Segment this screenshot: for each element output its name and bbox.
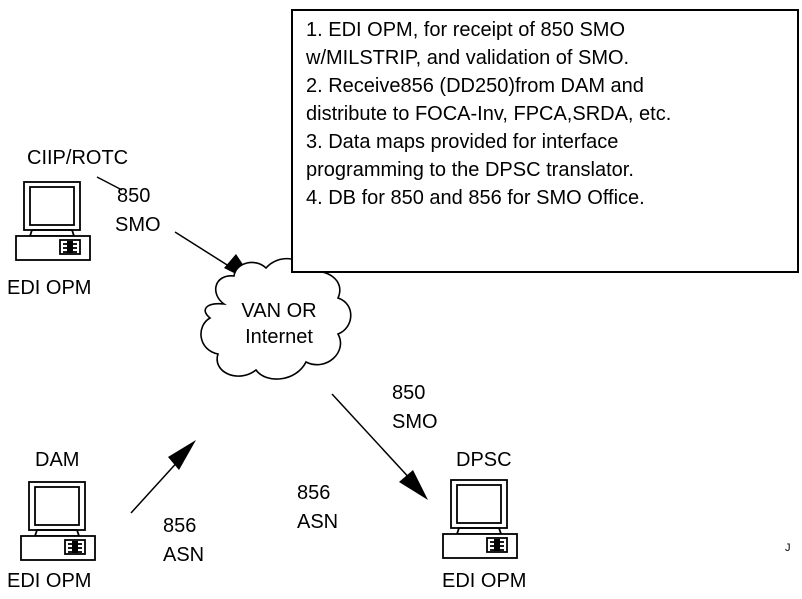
- mid-flow-line-2: ASN: [297, 511, 339, 533]
- dam-node-title: DAM: [35, 449, 80, 471]
- notes-line-3: 2. Receive856 (DD250)from DAM and: [306, 75, 644, 97]
- arrow-dam-to-van-head: [168, 440, 196, 470]
- cloud-label-line-1: VAN OR: [241, 300, 317, 322]
- mid-flow-line-1: 856: [297, 482, 331, 504]
- dpsc-computer-icon: [437, 476, 527, 574]
- notes-line-5: 3. Data maps provided for interface: [306, 131, 619, 153]
- arrow-dam-to-van: [130, 457, 182, 514]
- notes-line-7: 4. DB for 850 and 856 for SMO Office.: [306, 187, 645, 209]
- dam-flow-line-1: 856: [163, 515, 197, 537]
- arrow-van-to-dpsc-head: [399, 470, 428, 500]
- ciip-label-connector: [96, 176, 123, 191]
- dpsc-node-caption: EDI OPM: [442, 570, 527, 592]
- ciip-node-caption: EDI OPM: [7, 277, 92, 299]
- cloud-label: VAN OR Internet: [224, 298, 334, 350]
- notes-line-6: programming to the DPSC translator.: [306, 159, 634, 181]
- cloud-label-line-2: Internet: [245, 326, 313, 348]
- van-dpsc-flow-line-1: 850: [392, 382, 426, 404]
- ciip-computer-icon: [10, 178, 100, 276]
- ciip-flow-line-2: SMO: [115, 214, 161, 236]
- arrow-van-to-dpsc: [331, 393, 414, 483]
- dam-node-caption: EDI OPM: [7, 570, 92, 592]
- van-dpsc-flow-line-2: SMO: [392, 411, 438, 433]
- notes-line-1: 1. EDI OPM, for receipt of 850 SMO: [306, 19, 626, 41]
- dam-computer-icon: [15, 478, 105, 576]
- ciip-node-title: CIIP/ROTC: [27, 147, 129, 169]
- dam-flow-line-2: ASN: [163, 544, 205, 566]
- ciip-flow-line-1: 850: [117, 185, 151, 207]
- stray-mark: J: [785, 542, 791, 554]
- notes-line-2: w/MILSTRIP, and validation of SMO.: [306, 47, 630, 69]
- dpsc-node-title: DPSC: [456, 449, 512, 471]
- notes-line-4: distribute to FOCA-Inv, FPCA,SRDA, etc.: [306, 103, 672, 125]
- notes-box: 1. EDI OPM, for receipt of 850 SMO w/MIL…: [291, 9, 799, 273]
- van-cloud-icon: [200, 257, 352, 380]
